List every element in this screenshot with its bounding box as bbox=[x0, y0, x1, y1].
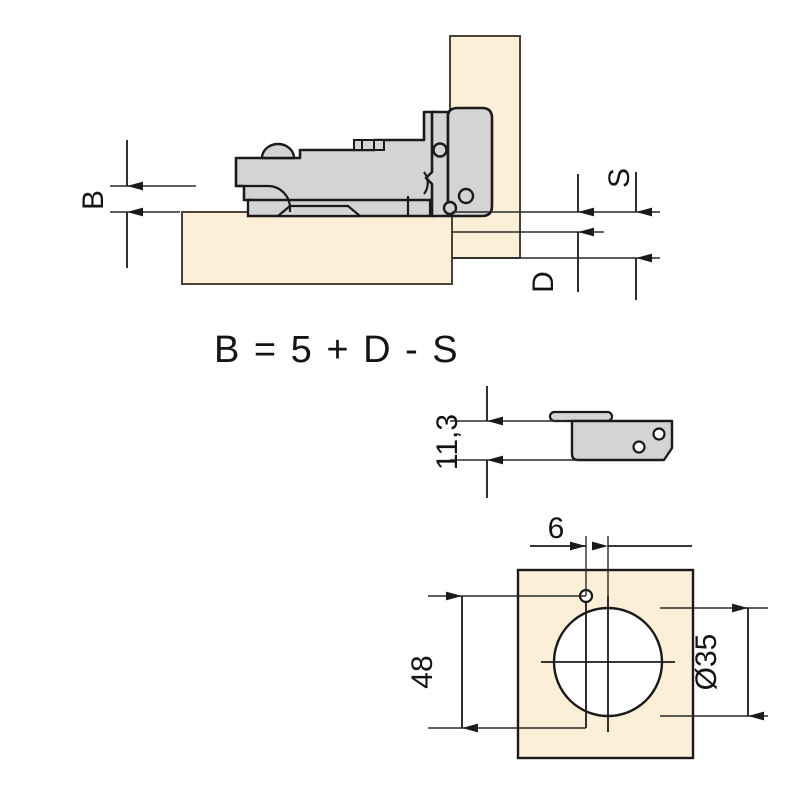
dim-35-label: Ø35 bbox=[690, 634, 723, 691]
dim-6-label: 6 bbox=[548, 512, 565, 545]
dimension-B: B bbox=[77, 140, 196, 268]
hinge-screw-hole-1 bbox=[457, 187, 475, 205]
dimension-35: Ø35 bbox=[660, 603, 768, 721]
formula-view: B = 5 + D - S bbox=[214, 329, 460, 371]
mounting-plate-top-rail bbox=[548, 410, 614, 423]
hinge-knuckle-arc bbox=[423, 171, 429, 195]
dimension-S: S bbox=[452, 168, 660, 300]
cabinet-panel bbox=[181, 211, 453, 285]
dim-B-label: B bbox=[77, 190, 110, 210]
cabinet-panel-body bbox=[181, 211, 453, 285]
dim-48-label: 48 bbox=[406, 655, 439, 688]
dim-S-label: S bbox=[603, 168, 636, 188]
hinge-base-plate-notch bbox=[274, 204, 364, 218]
dimension-6: 6 bbox=[530, 512, 692, 596]
hinge-assembly bbox=[234, 106, 494, 218]
mounting-plate-hole-2 bbox=[632, 440, 646, 454]
dim-D-label: D bbox=[527, 271, 560, 293]
hinge-screw-hole-2 bbox=[442, 200, 458, 216]
side-section-view: B D S bbox=[77, 35, 660, 300]
hinge-pivot-boss bbox=[260, 142, 296, 160]
dimension-11-3: 11,3 bbox=[431, 386, 578, 498]
mounting-plate-body bbox=[570, 419, 674, 462]
hinge-arm-rib bbox=[267, 184, 292, 212]
mounting-plate-hole-1 bbox=[652, 427, 666, 441]
dim-113-label: 11,3 bbox=[431, 414, 464, 470]
mounting-plate-view: 11,3 bbox=[431, 386, 674, 498]
hinge-cup-body bbox=[446, 106, 494, 218]
formula-label: B = 5 + D - S bbox=[214, 329, 460, 371]
dimension-48: 48 bbox=[406, 591, 586, 733]
adjustment-screw-block bbox=[353, 139, 385, 151]
drilling-pattern-view: 6 48 Ø35 bbox=[406, 512, 768, 760]
dimension-D: D bbox=[452, 174, 660, 293]
hinge-pivot-hole-1 bbox=[432, 142, 448, 158]
